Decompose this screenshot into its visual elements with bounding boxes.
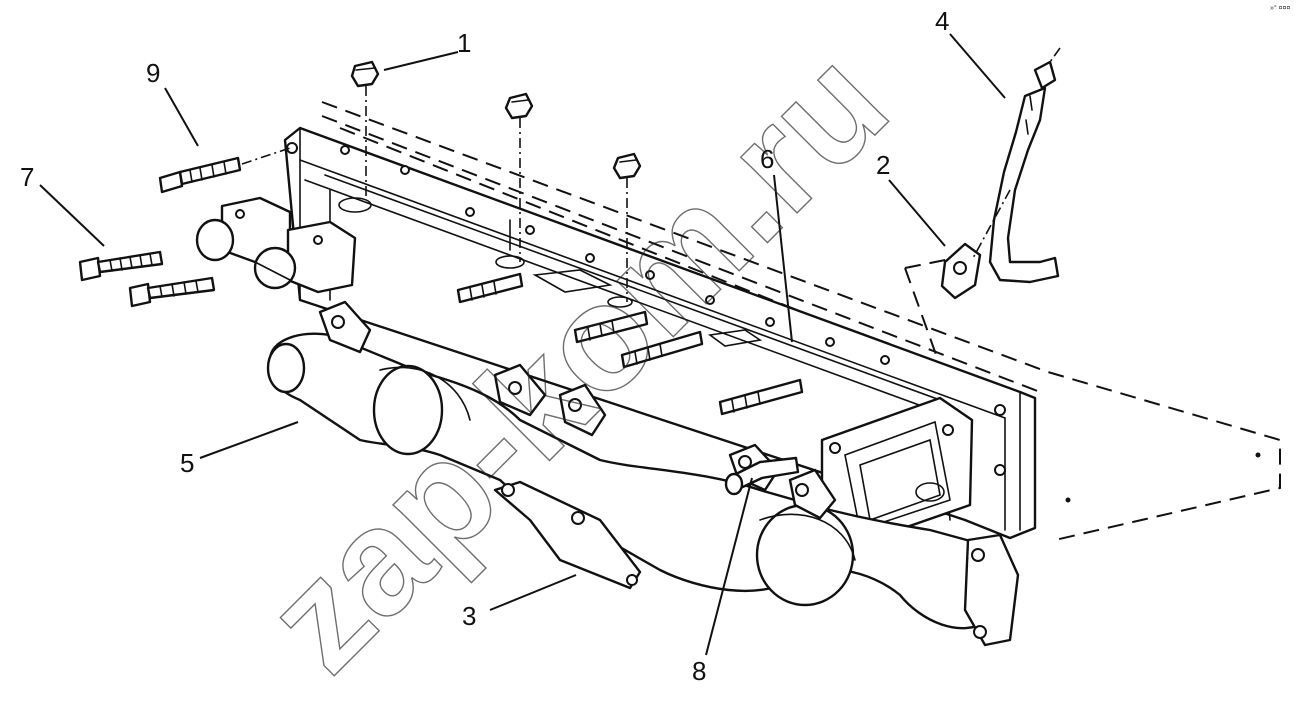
- studs: [456, 272, 804, 416]
- solenoid-assembly: [195, 196, 357, 294]
- exhaust-manifold: [266, 300, 1020, 647]
- callout-3: 3: [462, 601, 476, 631]
- nut-1: [350, 60, 642, 302]
- callout-5: 5: [180, 448, 194, 478]
- bolt-7: [78, 250, 216, 308]
- callout-6: 6: [760, 144, 774, 174]
- hose-4: [971, 47, 1061, 284]
- callout-leaders: [39, 33, 1006, 656]
- callout-9: 9: [146, 58, 160, 88]
- callout-2: 2: [876, 150, 890, 180]
- connector-2: [940, 242, 982, 300]
- callout-labels: 1 2 3 4 5 6 7 8 9: [20, 6, 949, 686]
- stud-9: [158, 147, 291, 194]
- callout-1: 1: [457, 28, 471, 58]
- corner-mark: »° ¤¤¤: [1270, 4, 1290, 12]
- callout-7: 7: [20, 162, 34, 192]
- callout-4: 4: [935, 6, 949, 36]
- callout-8: 8: [692, 656, 706, 686]
- bolt-8: [724, 456, 800, 496]
- support-bracket: [493, 480, 642, 590]
